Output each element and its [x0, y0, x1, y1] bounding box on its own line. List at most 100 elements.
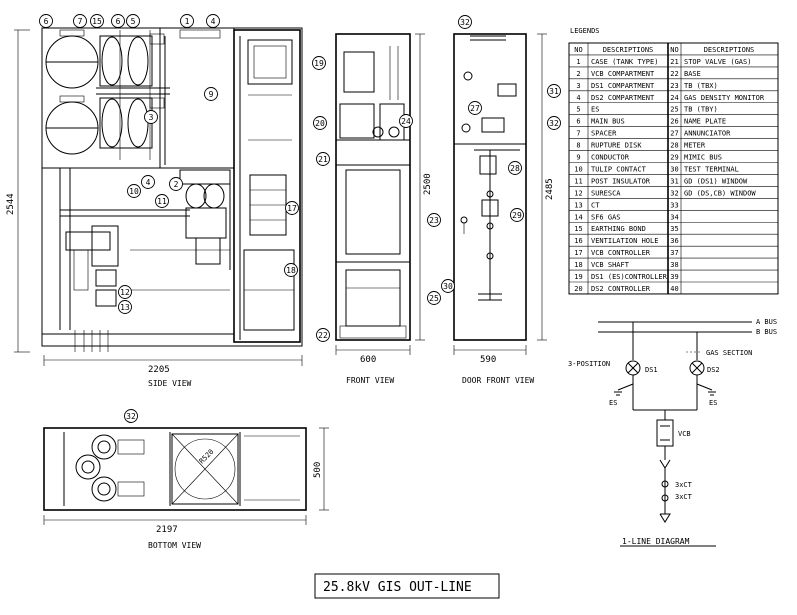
callout-number: 1 [185, 17, 190, 26]
legend-desc: POST INSULATOR [591, 177, 651, 185]
title-block: 25.8kV GIS OUT-LINE [314, 573, 500, 599]
front-view-label: FRONT VIEW [346, 376, 394, 385]
legend-no: 27 [670, 130, 678, 138]
b-bus-label: B BUS [756, 328, 777, 336]
door-width-dim: 590 [480, 355, 496, 365]
legend-desc: BASE [684, 70, 701, 78]
legend-no: 25 [670, 106, 678, 114]
callout-bubble [124, 409, 138, 423]
legend-desc: VCB COMPARTMENT [591, 70, 655, 78]
legend-desc: STOP VALVE (GAS) [684, 58, 751, 66]
legend-no: 36 [670, 237, 678, 245]
legend-desc: ANNUNCIATOR [684, 130, 731, 138]
legend-no: 33 [670, 201, 678, 209]
legend-desc: TB (TBX) [684, 82, 718, 90]
legend-no: 34 [670, 213, 678, 221]
callout-number: 5 [131, 17, 136, 26]
legend-desc: SURESCA [591, 189, 621, 197]
es-left-label: ES [609, 399, 617, 407]
legend-desc: GAS DENSITY MONITOR [684, 94, 765, 102]
callout-number: 9 [209, 90, 214, 99]
legend-header-no: NO [670, 46, 678, 54]
callout-number: 4 [146, 178, 151, 187]
legend-no: 16 [574, 237, 582, 245]
callout-number: 13 [120, 303, 130, 312]
legend-no: 24 [670, 94, 678, 102]
legend-no: 5 [576, 106, 580, 114]
callout-bubble [427, 213, 441, 227]
door-height-dim: 2485 [545, 178, 555, 200]
callout-number: 32 [460, 18, 470, 27]
callout-number: 4 [211, 17, 216, 26]
callout-number: 10 [129, 187, 139, 196]
callout-number: 29 [512, 211, 522, 220]
legend-no: 37 [670, 249, 678, 257]
callout-bubble [547, 116, 561, 130]
legend-no: 9 [576, 154, 580, 162]
callout-number: 17 [287, 204, 297, 213]
callout-bubble [468, 101, 482, 115]
callout-bubble [155, 194, 169, 208]
vcb-label: VCB [678, 430, 691, 438]
legend-desc: GD (DS1) WINDOW [684, 177, 748, 185]
legend-desc: SPACER [591, 130, 617, 138]
legend-desc: ES [591, 106, 599, 114]
legend-desc: CASE (TANK TYPE) [591, 58, 658, 66]
legend-desc: DS1 (ES)CONTROLLER [591, 273, 668, 281]
callout-number: 32 [126, 412, 136, 421]
side-view: 2544 2205 [6, 27, 303, 388]
callout-number: 21 [318, 155, 328, 164]
callout-bubble [427, 291, 441, 305]
callout-bubble [141, 175, 155, 189]
callout-number: 3 [149, 113, 154, 122]
callout-number: 27 [470, 104, 480, 113]
legend-no: 13 [574, 201, 582, 209]
callout-number: 25 [429, 294, 439, 303]
callout-bubble [118, 285, 132, 299]
side-height-dim: 2544 [6, 193, 16, 215]
callout-bubble [547, 84, 561, 98]
callout-bubble [313, 116, 327, 130]
legend-header-desc: DESCRIPTIONS [704, 46, 755, 54]
a-bus-label: A BUS [756, 318, 777, 326]
legend-no: 32 [670, 189, 678, 197]
legend-no: 4 [576, 94, 580, 102]
front-view: 600 2500 FRONT VIEW [335, 33, 433, 385]
side-view-label: SIDE VIEW [148, 379, 192, 388]
callout-number: 24 [401, 117, 411, 126]
es-right-label: ES [709, 399, 717, 407]
door-front-view-label: DOOR FRONT VIEW [462, 376, 534, 385]
front-width-dim: 600 [360, 355, 376, 365]
legend-desc: VCB CONTROLLER [591, 249, 651, 257]
legend-desc: EARTHING BOND [591, 225, 646, 233]
one-line-title: 1-LINE DIAGRAM [622, 537, 690, 546]
legend-no: 2 [576, 70, 580, 78]
legend-desc: VENTILATION HOLE [591, 237, 658, 245]
legend-desc: MIMIC BUS [684, 154, 722, 162]
legend-no: 12 [574, 189, 582, 197]
legend-no: 10 [574, 165, 582, 173]
callout-bubble [399, 114, 413, 128]
callout-bubble [39, 14, 53, 28]
callout-bubble [312, 56, 326, 70]
callout-bubble [111, 14, 125, 28]
callout-number: 28 [510, 164, 520, 173]
one-line-diagram: A BUS B BUS 3-POSITION GAS SECTION DS1 E… [568, 318, 777, 547]
legend-no: 38 [670, 261, 678, 269]
bottom-view: R520 2197 500 BOTTOM VIEW [43, 427, 329, 550]
legend-no: 11 [574, 177, 582, 185]
callout-number: 19 [314, 59, 324, 68]
callout-bubble [508, 161, 522, 175]
callout-number: 12 [120, 288, 130, 297]
callout-number: 20 [315, 119, 325, 128]
legend-desc: DS1 COMPARTMENT [591, 82, 655, 90]
callout-bubble [285, 201, 299, 215]
legend-desc: TEST TERMINAL [684, 165, 739, 173]
callout-bubble [204, 87, 218, 101]
callout-bubble [458, 15, 472, 29]
